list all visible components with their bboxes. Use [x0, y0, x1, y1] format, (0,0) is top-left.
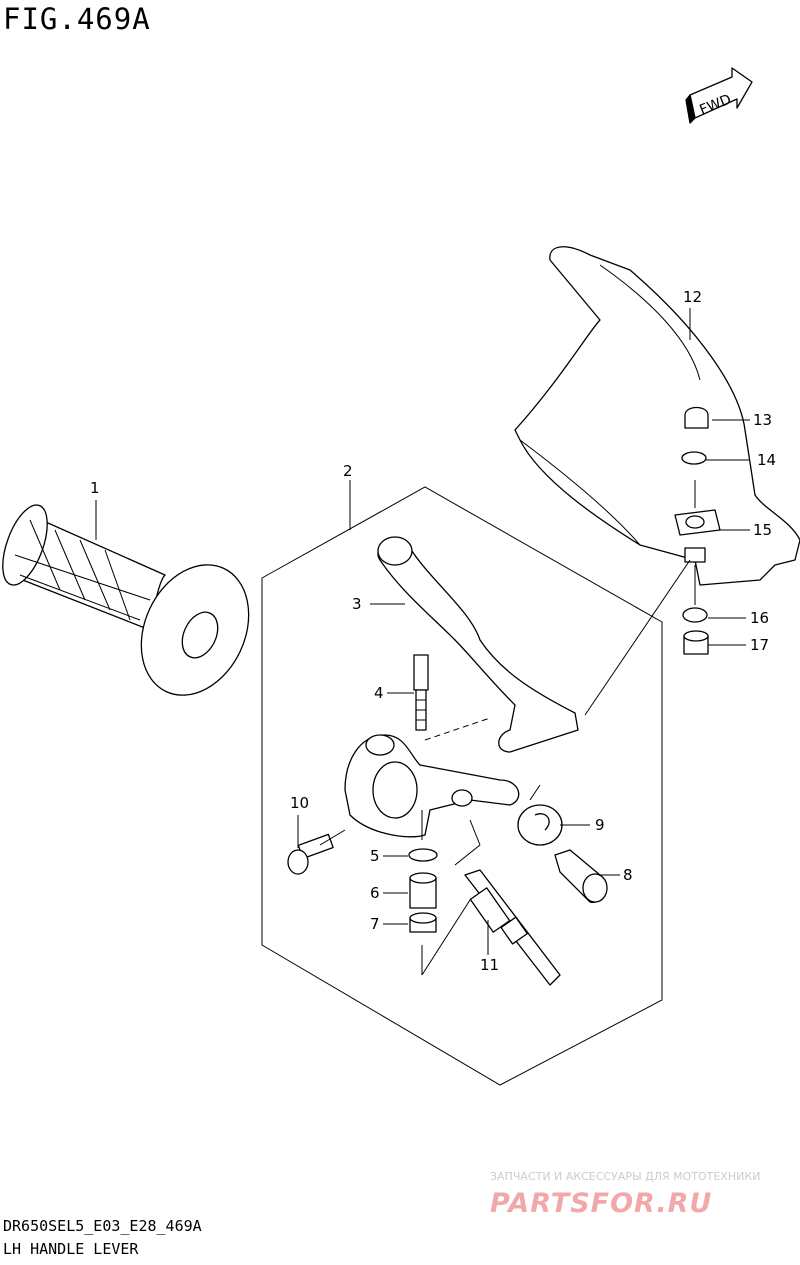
callout-16: 16 — [750, 609, 769, 627]
nut-part — [409, 912, 437, 933]
lever-part — [377, 536, 579, 753]
collar-part — [409, 872, 437, 909]
callout-1: 1 — [90, 479, 100, 497]
washer-part — [408, 848, 438, 862]
figure-title: FIG.469A — [3, 2, 151, 36]
leader-lines — [95, 308, 750, 976]
assembly-outline — [261, 486, 663, 1086]
guard-washer-lower-part — [682, 607, 708, 623]
callout-8: 8 — [623, 866, 633, 884]
callout-13: 13 — [753, 411, 772, 429]
clutch-switch-part — [464, 869, 561, 986]
guard-washer-part — [681, 451, 707, 465]
callout-labels: 1 2 3 4 5 6 7 8 9 10 11 12 13 14 15 16 1… — [90, 288, 776, 974]
pivot-bolt-part — [413, 654, 429, 731]
callout-6: 6 — [370, 884, 380, 902]
model-code: DR650SEL5_E03_E28_469A — [3, 1217, 202, 1235]
callout-10: 10 — [290, 794, 309, 812]
guard-spacer-part — [684, 547, 706, 563]
callout-3: 3 — [352, 595, 362, 613]
cap-nut-part — [684, 406, 709, 429]
callout-17: 17 — [750, 636, 769, 654]
fwd-arrow-icon: FWD — [685, 67, 753, 124]
callout-15: 15 — [753, 521, 772, 539]
callout-11: 11 — [480, 956, 499, 974]
guard-nut-part — [683, 630, 709, 655]
clamp-screw-part — [287, 833, 334, 875]
callout-2: 2 — [343, 462, 353, 480]
lever-bracket-part — [344, 734, 520, 838]
watermark-tagline: ЗАПЧАСТИ И АКСЕССУАРЫ ДЛЯ МОТОТЕХНИКИ — [490, 1170, 761, 1183]
callout-5: 5 — [370, 847, 380, 865]
callout-7: 7 — [370, 915, 380, 933]
adjuster-nut-part — [517, 804, 563, 846]
watermark-logo: PARTSFOR.RU — [490, 1188, 713, 1219]
callout-4: 4 — [374, 684, 384, 702]
adjuster-bolt-part — [554, 849, 608, 903]
callout-12: 12 — [683, 288, 702, 306]
callout-9: 9 — [595, 816, 605, 834]
page-caption: LH HANDLE LEVER — [3, 1240, 139, 1258]
handguard-part — [514, 246, 800, 586]
grip-part — [2, 504, 250, 696]
callout-14: 14 — [757, 451, 776, 469]
